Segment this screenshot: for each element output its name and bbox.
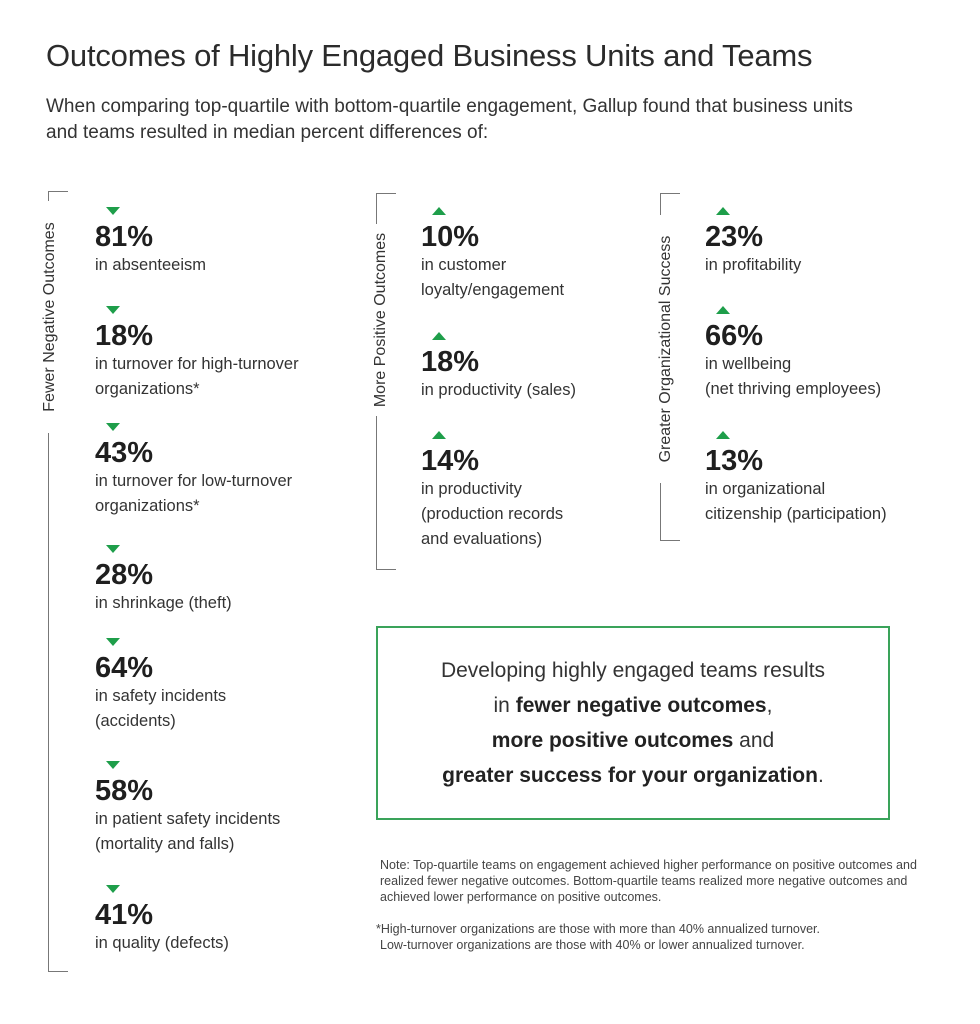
stat-desc: in profitability [705,256,802,274]
stat-desc: (mortality and falls) [95,835,235,853]
stat-desc: in shrinkage (theft) [95,594,232,612]
up-triangle-icon [432,332,446,340]
stat-desc: in customer [421,256,507,274]
stat-desc: in wellbeing [705,355,792,373]
stat-desc: in patient safety incidents [95,810,281,828]
stat-desc: in quality (defects) [95,934,229,952]
positive-group-label: More Positive Outcomes [372,224,390,416]
down-triangle-icon [106,638,120,646]
stat-desc: (net thriving employees) [705,380,882,398]
stat-desc: in productivity [421,480,522,498]
stat-desc: in organizational [705,480,826,498]
up-triangle-icon [432,431,446,439]
stat-desc: (production records [421,505,564,523]
up-triangle-icon [716,306,730,314]
success-group-label: Greater Organizational Success [657,215,675,483]
stat-patient-safety: 58% in patient safety incidents (mortali… [95,761,280,857]
up-triangle-icon [716,431,730,439]
footnote-low-turnover: Low-turnover organizations are those wit… [380,938,805,952]
stat-value: 81% [95,221,154,253]
stat-value: 58% [95,775,154,807]
stat-desc: organizations* [95,380,200,398]
stat-value: 10% [421,221,480,253]
stat-shrinkage: 28% in shrinkage (theft) [95,545,232,616]
up-triangle-icon [716,207,730,215]
stat-value: 28% [95,559,154,591]
stat-safety-incidents: 64% in safety incidents (accidents) [95,638,226,734]
down-triangle-icon [106,545,120,553]
stat-value: 13% [705,445,764,477]
page-title: Outcomes of Highly Engaged Business Unit… [46,38,813,73]
footnote-high-turnover: *High-turnover organizations are those w… [376,922,821,936]
stat-value: 23% [705,221,764,253]
stat-desc: in productivity (sales) [421,381,576,399]
stat-desc: in absenteeism [95,256,206,274]
down-triangle-icon [106,306,120,314]
stat-wellbeing: 66% in wellbeing (net thriving employees… [705,306,881,402]
down-triangle-icon [106,207,120,215]
page-subtitle: When comparing top-quartile with bottom-… [46,96,853,143]
stat-value: 43% [95,437,154,469]
stat-turnover-high: 18% in turnover for high-turnover organi… [95,306,299,402]
stat-customer-loyalty: 10% in customer loyalty/engagement [421,207,564,303]
down-triangle-icon [106,761,120,769]
up-triangle-icon [432,207,446,215]
down-triangle-icon [106,423,120,431]
stat-citizenship: 13% in organizational citizenship (parti… [705,431,887,527]
stat-turnover-low: 43% in turnover for low-turnover organiz… [95,423,292,519]
stat-value: 18% [95,320,154,352]
stat-value: 66% [705,320,764,352]
stat-absenteeism: 81% in absenteeism [95,207,206,278]
methodology-note: Note: Top-quartile teams on engagement a… [380,858,917,904]
stat-value: 14% [421,445,480,477]
summary-callout: Developing highly engaged teams results … [376,626,890,820]
stat-value: 18% [421,346,480,378]
stat-desc: in safety incidents [95,687,227,705]
stat-productivity-sales: 18% in productivity (sales) [421,332,576,403]
stat-desc: organizations* [95,497,200,515]
stat-desc: in turnover for low-turnover [95,472,293,490]
stat-quality: 41% in quality (defects) [95,885,229,956]
negative-bracket [48,191,68,972]
down-triangle-icon [106,885,120,893]
callout-text: Developing highly engaged teams results … [440,659,826,787]
stat-desc: (accidents) [95,712,176,730]
stat-desc: and evaluations) [421,530,543,548]
negative-group-label: Fewer Negative Outcomes [41,201,59,433]
stat-desc: in turnover for high-turnover [95,355,299,373]
stat-productivity-records: 14% in productivity (production records … [421,431,563,552]
stat-desc: loyalty/engagement [421,281,565,299]
stat-desc: citizenship (participation) [705,505,887,523]
stat-profitability: 23% in profitability [705,207,801,278]
stat-value: 64% [95,652,154,684]
stat-value: 41% [95,899,154,931]
